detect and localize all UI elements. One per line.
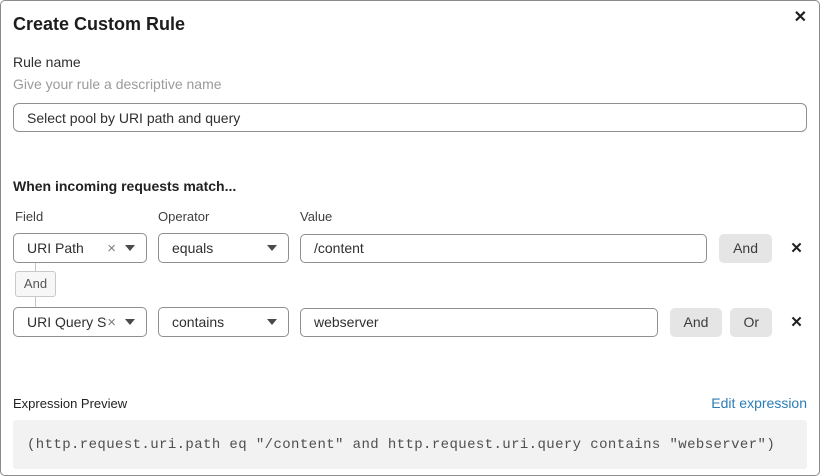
connector-line-top bbox=[35, 263, 36, 271]
value-input-2[interactable] bbox=[300, 307, 658, 337]
field-select-2[interactable]: URI Query St... × bbox=[13, 307, 147, 337]
operator-select-2-value: contains bbox=[172, 314, 225, 330]
operator-select-1[interactable]: equals bbox=[158, 233, 289, 263]
rule-name-input[interactable] bbox=[13, 103, 807, 132]
add-and-condition-button-1[interactable]: And bbox=[719, 233, 772, 263]
dialog-title: Create Custom Rule bbox=[13, 14, 186, 34]
connector-and-badge: And bbox=[15, 271, 56, 297]
connector-line-bottom bbox=[35, 297, 36, 307]
caret-down-icon bbox=[267, 319, 277, 325]
value-input-1[interactable] bbox=[300, 233, 708, 263]
rule-name-hint: Give your rule a descriptive name bbox=[13, 76, 222, 92]
delete-row-icon[interactable]: ✕ bbox=[790, 240, 803, 257]
caret-down-icon bbox=[267, 245, 277, 251]
rule-name-label: Rule name bbox=[13, 54, 81, 70]
expression-preview-code: (http.request.uri.path eq "/content" and… bbox=[13, 420, 807, 469]
clear-icon[interactable]: × bbox=[107, 313, 116, 331]
condition-column-labels: Field Operator Value bbox=[13, 210, 807, 224]
match-section-heading: When incoming requests match... bbox=[13, 178, 237, 194]
field-select-2-value: URI Query St... bbox=[27, 314, 107, 330]
condition-row-2: URI Query St... × contains And Or ✕ bbox=[13, 307, 807, 337]
close-icon[interactable]: ✕ bbox=[793, 9, 807, 26]
field-column-label: Field bbox=[15, 209, 44, 224]
add-or-condition-button-2[interactable]: Or bbox=[730, 307, 772, 337]
caret-down-icon bbox=[125, 319, 135, 325]
add-and-condition-button-2[interactable]: And bbox=[669, 307, 723, 337]
operator-column-label: Operator bbox=[158, 209, 210, 224]
value-column-label: Value bbox=[300, 209, 333, 224]
field-select-1[interactable]: URI Path × bbox=[13, 233, 147, 263]
expression-preview-header: Expression Preview Edit expression bbox=[13, 395, 807, 411]
edit-expression-link[interactable]: Edit expression bbox=[711, 395, 807, 411]
operator-select-2[interactable]: contains bbox=[158, 307, 289, 337]
expression-preview-label: Expression Preview bbox=[13, 396, 128, 411]
operator-select-1-value: equals bbox=[172, 240, 214, 256]
field-select-1-value: URI Path bbox=[27, 240, 84, 256]
caret-down-icon bbox=[125, 245, 135, 251]
clear-icon[interactable]: × bbox=[107, 239, 116, 257]
row-connector: And bbox=[15, 263, 56, 307]
delete-row-icon[interactable]: ✕ bbox=[790, 314, 803, 331]
condition-row-1: URI Path × equals And ✕ bbox=[13, 233, 807, 263]
